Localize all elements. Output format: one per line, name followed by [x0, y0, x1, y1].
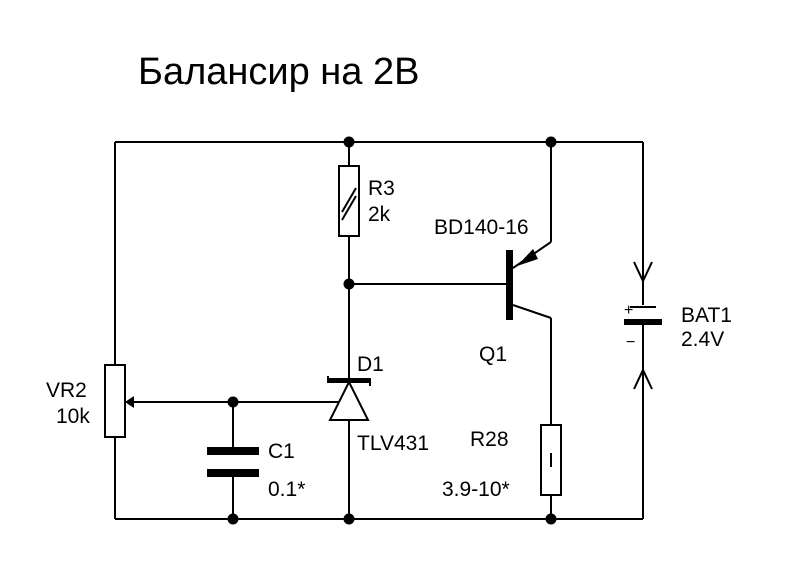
- c1-capacitor: [207, 447, 259, 477]
- r28-resistor: [540, 424, 562, 496]
- q1-ref-label: Q1: [479, 343, 507, 366]
- bat1-minus-sign: −: [626, 334, 635, 351]
- junction-dot: [343, 513, 355, 525]
- junctions: [227, 136, 557, 525]
- wiper-arrow-icon: [125, 396, 134, 408]
- vr2-value-label: 10k: [56, 405, 90, 428]
- r28-ref-label: R28: [470, 428, 509, 451]
- vr2-ref-label: VR2: [46, 379, 87, 402]
- vr2-potentiometer: [104, 364, 134, 438]
- bat1-ref-label: BAT1: [681, 304, 732, 327]
- d1-ref-label: D1: [357, 353, 384, 376]
- emitter-arrow-icon: [517, 249, 538, 266]
- bat1-plus-sign: +: [624, 302, 633, 319]
- r3-ref-label: R3: [368, 177, 395, 200]
- q1-part-label: BD140-16: [434, 216, 529, 239]
- r3-resistor: [338, 165, 360, 237]
- wires: [114, 141, 644, 520]
- current-arrow-up-icon: [633, 367, 653, 390]
- bat1-battery: [624, 261, 662, 390]
- junction-dot: [343, 136, 355, 148]
- diagram-title: Балансир на 2В: [138, 51, 419, 93]
- junction-dot: [343, 278, 355, 290]
- current-arrow-down-icon: [633, 261, 653, 284]
- r3-value-label: 2k: [368, 203, 391, 226]
- c1-value-label: 0.1*: [268, 478, 305, 501]
- c1-ref-label: C1: [268, 440, 295, 463]
- d1-part-label: TLV431: [357, 432, 429, 455]
- bat1-value-label: 2.4V: [681, 328, 724, 351]
- junction-dot: [545, 136, 557, 148]
- junction-dot: [227, 513, 239, 525]
- q1-transistor: [506, 241, 552, 320]
- junction-dot: [545, 513, 557, 525]
- junction-dot: [227, 396, 239, 408]
- r28-value-label: 3.9-10*: [442, 478, 510, 501]
- d1-shunt-regulator: [327, 376, 371, 421]
